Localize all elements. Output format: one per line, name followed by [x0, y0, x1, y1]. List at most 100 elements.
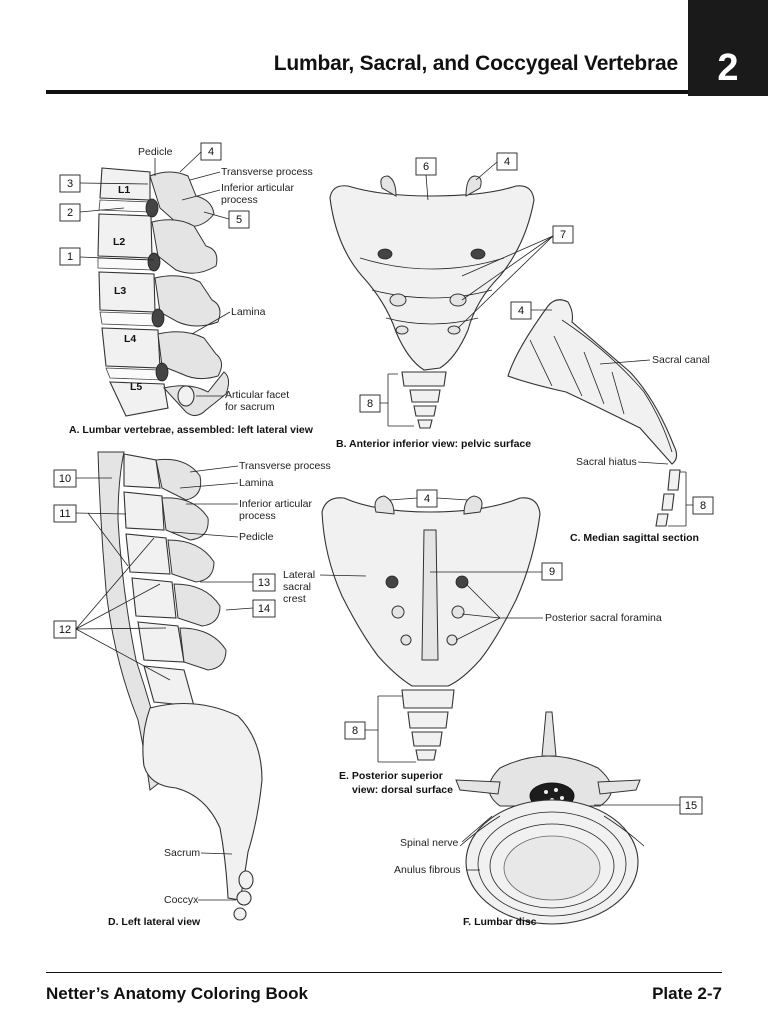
- vertebral-body-l3: [98, 271, 156, 313]
- articular-facet-shape: [177, 385, 195, 407]
- figure-b: 6 4 7 8 B. Anterior inferior view: pelvi…: [329, 152, 574, 450]
- coccyx-c-3: [655, 513, 669, 527]
- bracket-c-8: [668, 471, 693, 527]
- transverse-ridge-2: [371, 289, 493, 299]
- sacral-segment-lines: [529, 335, 625, 415]
- number-e-8: 8: [352, 725, 358, 737]
- caption-figure-c: C. Median sagittal section: [570, 532, 699, 544]
- label-pedicle-a: Pedicle: [138, 146, 173, 158]
- posterior-elements-l1: [149, 171, 215, 227]
- figure-e: 4 Lateral sacral crest 9 Posterior sacra…: [283, 489, 662, 796]
- leader-b-7b: [461, 235, 554, 301]
- caption-figure-f: F. Lumbar disc: [463, 916, 537, 928]
- number-f-15: 15: [685, 800, 697, 812]
- bracket-b-8: [380, 373, 414, 427]
- leader-spinal-nerve: [461, 815, 493, 843]
- number-b-4: 4: [504, 156, 510, 168]
- pelvic-foramen-3l: [395, 325, 409, 335]
- number-a-1: 1: [67, 251, 73, 263]
- leader-e-4: [389, 497, 469, 501]
- leader-d-11b: [87, 512, 129, 567]
- number-d-13: 13: [258, 577, 270, 589]
- coccyx-b-2: [409, 389, 441, 403]
- caption-figure-d: D. Left lateral view: [108, 916, 201, 928]
- number-a-4: 4: [208, 146, 214, 158]
- pelvic-foramen-1r: [470, 248, 486, 260]
- number-box-d-12: [53, 620, 77, 639]
- caption-figure-b: B. Anterior inferior view: pelvic surfac…: [336, 438, 531, 450]
- leader-d-12d: [75, 628, 171, 681]
- process-d-1: [155, 458, 202, 501]
- number-c-8: 8: [700, 500, 706, 512]
- posterior-foramen-2r: [451, 605, 465, 619]
- posterior-elements-l5: [163, 371, 230, 416]
- nerve-root-dot-1: [544, 790, 548, 794]
- figure-a: L1 L2 L3 L4 L5 Pedicle 4 Transverse proc…: [59, 142, 314, 436]
- coccyx-e-1: [401, 689, 455, 709]
- coccyx-d-1: [238, 870, 254, 890]
- number-box-c-4: [510, 301, 532, 320]
- sacrum-d: [142, 702, 263, 901]
- body-d-4: [131, 577, 177, 619]
- leader-lamina-a: [191, 311, 231, 335]
- label-posterior-sacral-foramina: Posterior sacral foramina: [545, 612, 662, 624]
- posterior-foramen-3l: [400, 634, 412, 646]
- number-box-f-15: [679, 796, 703, 815]
- number-d-14: 14: [258, 603, 270, 615]
- process-d-2: [161, 497, 209, 541]
- body-d-1: [123, 453, 161, 489]
- figure-c: 4 Sacral canal Sacral hiatus 8 C. Median…: [507, 299, 714, 544]
- leader-lateral-sacral-crest: [319, 574, 367, 577]
- coccyx-d-3: [233, 907, 247, 921]
- vertebra-label-l2: L2: [113, 236, 125, 248]
- anulus-ring-2: [489, 823, 615, 909]
- number-box-b-7: [552, 225, 574, 244]
- coccyx-d-2: [236, 890, 252, 906]
- label-lamina-d: Lamina: [239, 477, 274, 489]
- foramen-l1: [145, 198, 159, 218]
- label-coccyx: Coccyx: [164, 894, 199, 906]
- disc-l4-l5: [105, 367, 164, 381]
- label-anulus-fibrous: Anulus fibrous: [394, 864, 461, 876]
- number-e-4: 4: [424, 493, 430, 505]
- footer-rule: [46, 972, 722, 973]
- body-d-3: [125, 533, 171, 575]
- number-b-6: 6: [423, 161, 429, 173]
- number-box-a-5: [228, 210, 250, 229]
- number-box-b-8: [359, 394, 381, 413]
- coccyx-b-1: [401, 371, 447, 387]
- spinous-process-f: [541, 711, 557, 757]
- chapter-tab: 2: [688, 0, 768, 96]
- leader-a-4: [179, 151, 202, 173]
- leader-d-11a: [75, 512, 127, 515]
- superior-articular-left: [380, 175, 397, 197]
- spinal-nerve-left-path: [459, 815, 501, 847]
- anulus-ring-1: [477, 811, 627, 917]
- leader-a-2: [79, 207, 125, 213]
- leader-inferior-articular-a: [181, 189, 221, 201]
- leader-sacrum: [200, 852, 233, 855]
- coccyx-b-3: [413, 405, 437, 417]
- leader-b-4: [475, 161, 498, 181]
- transverse-ridge-1: [359, 257, 505, 270]
- number-e-9: 9: [549, 566, 555, 578]
- sacrum-anterior-body: [329, 185, 535, 371]
- pelvic-foramen-3r: [447, 325, 461, 335]
- caption-figure-a: A. Lumbar vertebrae, assembled: left lat…: [69, 424, 314, 436]
- label-sacral-canal: Sacral canal: [652, 354, 710, 366]
- vertebra-label-l3: L3: [114, 285, 126, 297]
- number-c-4: 4: [518, 305, 524, 317]
- figure-f: 15 Spinal nerve Anulus fibrous F. Lumbar…: [394, 711, 703, 928]
- header-rule: [46, 90, 688, 94]
- superior-articular-right: [465, 175, 482, 197]
- number-box-d-14: [252, 599, 276, 618]
- process-d-3: [167, 539, 215, 583]
- leader-a-3: [79, 182, 149, 185]
- nerve-root-dot-2: [554, 788, 558, 792]
- foramen-l3: [151, 308, 165, 328]
- label-lateral-sacral-3: crest: [283, 593, 306, 605]
- caption-figure-e-1: E. Posterior superior: [339, 770, 443, 782]
- leader-a-5: [203, 211, 230, 220]
- number-d-10: 10: [59, 473, 71, 485]
- leader-d-12a: [75, 537, 155, 630]
